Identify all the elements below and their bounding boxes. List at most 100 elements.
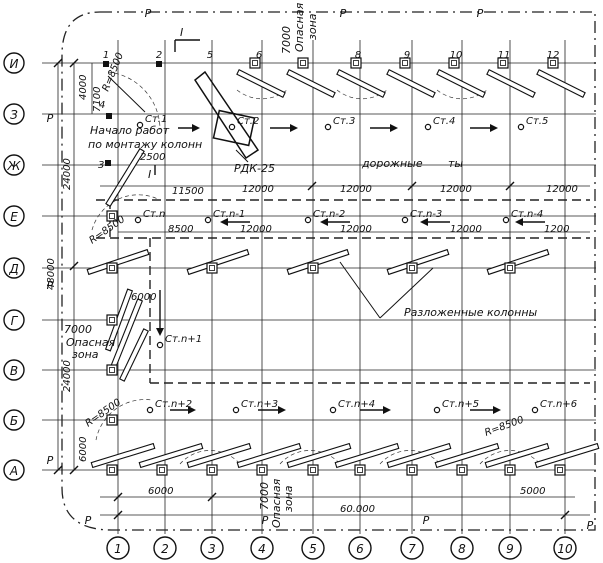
- svg-text:Е: Е: [10, 210, 18, 224]
- svg-text:И: И: [10, 57, 19, 71]
- laid-out-columns: [86, 69, 600, 469]
- column-position: [497, 57, 509, 69]
- column-position: [106, 414, 118, 426]
- top-column-number: 9: [404, 50, 410, 61]
- column-position: [554, 464, 566, 476]
- crane-station: Ст.n+2: [146, 399, 192, 414]
- top-column-number: 12: [547, 50, 560, 61]
- zone-bottom-dim: 7000: [258, 482, 271, 510]
- svg-text:Г: Г: [11, 314, 19, 328]
- laid-column: [119, 328, 149, 382]
- crane-station: Ст.4: [424, 116, 455, 131]
- crane-reach-arc: [107, 71, 161, 131]
- top-column-number: 8: [355, 50, 361, 61]
- danger-zone-mark: P: [85, 514, 92, 527]
- column-axis-1: 1: [106, 536, 130, 560]
- dim-5000: 5000: [520, 486, 545, 497]
- svg-text:Ст.n+4: Ст.n+4: [338, 399, 375, 410]
- dim-48000: 48000: [46, 258, 57, 290]
- crane-reach-arc: [479, 450, 541, 465]
- svg-text:Ст.n-4: Ст.n-4: [511, 209, 543, 220]
- laid-column: [138, 442, 204, 469]
- laid-column: [386, 69, 436, 98]
- marker-4: 4: [99, 100, 105, 111]
- dim-row2-e: 1200: [544, 224, 569, 235]
- laid-column: [434, 442, 500, 469]
- row-axis-В: В: [3, 359, 25, 381]
- svg-text:Ст.n+2: Ст.n+2: [155, 399, 192, 410]
- section-mark-top: I: [180, 26, 183, 39]
- column-position: [106, 210, 118, 222]
- crane-station: Ст.n-4: [502, 209, 543, 224]
- svg-text:8: 8: [458, 542, 466, 556]
- crane-station: Ст.n+5: [433, 399, 479, 414]
- zone-top-text-a: Опасная: [293, 2, 306, 52]
- laid-column: [86, 248, 150, 276]
- dim-row1-b: 12000: [340, 184, 372, 195]
- column-axis-3: 3: [200, 536, 224, 560]
- column-axis-10: 10: [553, 536, 577, 560]
- crane-station: Ст.3: [324, 116, 355, 131]
- laid-column: [334, 442, 400, 469]
- column-axis-4: 4: [250, 536, 274, 560]
- laid-column: [90, 442, 156, 469]
- crane-station: Ст.5: [517, 116, 548, 131]
- laid-column: [436, 69, 486, 98]
- svg-text:Ж: Ж: [7, 159, 22, 173]
- column-position: [106, 314, 118, 326]
- svg-text:Ст.n-3: Ст.n-3: [410, 209, 442, 220]
- svg-text:10: 10: [557, 542, 573, 556]
- danger-zone-mark: P: [587, 519, 594, 532]
- danger-zone-mark: P: [423, 514, 430, 527]
- svg-text:Ст.n+3: Ст.n+3: [241, 399, 278, 410]
- column-position: [350, 57, 362, 69]
- danger-zone-mark: P: [477, 7, 484, 20]
- road-label-b: ты: [448, 157, 463, 170]
- crane-reach-arcs: [91, 71, 541, 465]
- dim-row1-a: 12000: [242, 184, 274, 195]
- crane-station: Ст.n+3: [232, 399, 278, 414]
- crane-rdk25: [193, 70, 260, 163]
- column-position: [399, 57, 411, 69]
- crane-station: Ст.n-2: [304, 209, 345, 224]
- danger-zone-mark: P: [145, 7, 152, 20]
- column-axis-2: 2: [153, 536, 177, 560]
- section-mark-bottom: I: [148, 168, 151, 181]
- column-axis-6: 6: [348, 536, 372, 560]
- column-position: [297, 57, 309, 69]
- column-position: [456, 464, 468, 476]
- laid-column: [236, 69, 286, 98]
- laid-column: [486, 69, 536, 98]
- svg-text:В: В: [10, 364, 18, 378]
- danger-zone-mark: P: [262, 514, 269, 527]
- dim-11500: 11500: [172, 186, 204, 197]
- crane-station: Ст.1: [136, 114, 167, 129]
- column-axis-9: 9: [498, 536, 522, 560]
- dim-24000-top: 24000: [62, 158, 73, 190]
- crane-reach-arc: [95, 399, 153, 441]
- start-label-line1: Начало работ: [90, 124, 170, 137]
- row-axis-Г: Г: [3, 309, 25, 331]
- dim-2500: 2500: [140, 152, 165, 163]
- crane-label: РДК-25: [234, 162, 275, 175]
- radius-right: R=8500: [483, 415, 525, 439]
- danger-zone-mark: P: [47, 454, 54, 467]
- svg-text:Ст.3: Ст.3: [333, 116, 355, 127]
- laid-column: [236, 442, 302, 469]
- svg-text:З: З: [10, 108, 18, 122]
- svg-text:3: 3: [208, 542, 216, 556]
- dim-row2-d: 12000: [450, 224, 482, 235]
- column-position: [448, 57, 460, 69]
- laid-column: [286, 248, 350, 276]
- crane-reach-arc: [179, 450, 241, 465]
- zone-bottom-text-b: зона: [282, 485, 295, 512]
- laid-column: [286, 442, 352, 469]
- zone-top-text-b: зона: [306, 13, 319, 40]
- svg-text:7: 7: [408, 542, 416, 556]
- row-axis-Д: Д: [3, 257, 25, 279]
